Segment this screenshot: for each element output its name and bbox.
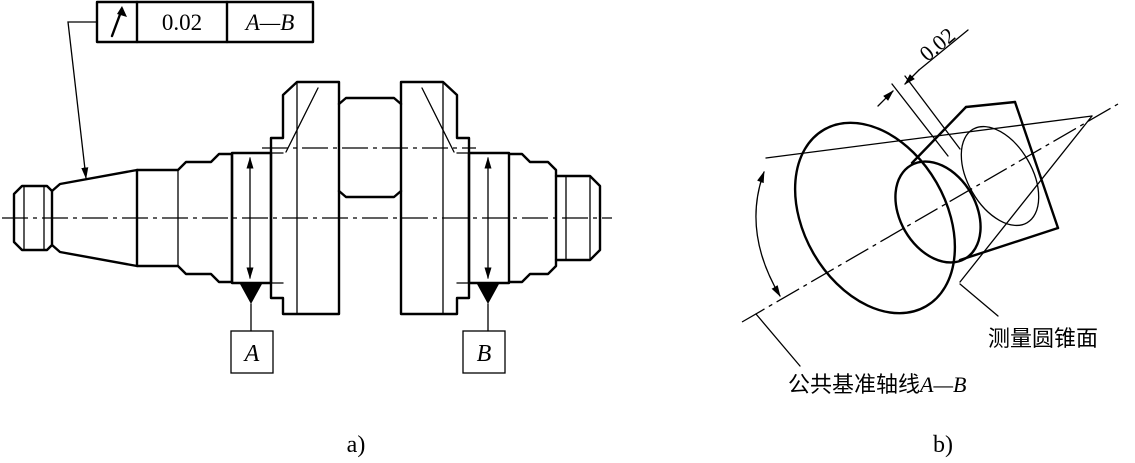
cone-generatrix-top bbox=[765, 115, 1093, 159]
dimension-value: 0.02 bbox=[914, 22, 960, 66]
crank-web-left bbox=[269, 80, 341, 316]
cone-section bbox=[50, 168, 139, 268]
cone-angle-arc bbox=[755, 170, 781, 298]
measuring-cone-base bbox=[793, 121, 957, 315]
axis-label-ref: A—B bbox=[918, 372, 966, 397]
figure-b: 0.02 测量圆锥面 公共基准轴线A—B b) bbox=[741, 22, 1119, 458]
datum-triangle-icon bbox=[240, 284, 262, 304]
journal-cylinder bbox=[894, 100, 1060, 264]
cone-generatrix-bottom bbox=[959, 115, 1093, 283]
datum-b: B bbox=[462, 284, 506, 374]
axis-label: 公共基准轴线A—B bbox=[788, 372, 966, 398]
cone-label-leader bbox=[959, 283, 999, 317]
crank-web-right bbox=[399, 80, 471, 316]
datum-triangle-icon bbox=[477, 284, 499, 304]
crank-pin bbox=[262, 96, 476, 199]
axis-label-leader bbox=[755, 313, 801, 367]
left-journal bbox=[12, 184, 54, 252]
cone-label: 测量圆锥面 bbox=[988, 327, 1098, 352]
tolerance-leader bbox=[67, 21, 98, 180]
datum-a: A bbox=[230, 284, 274, 374]
datum-label-b: B bbox=[477, 341, 492, 367]
datum-label-a: A bbox=[243, 341, 260, 367]
figure-a: 0.02 A—B bbox=[2, 0, 612, 458]
axis-label-prefix: 公共基准轴线 bbox=[788, 373, 920, 398]
caption-b: b) bbox=[933, 432, 953, 458]
shaft-step-right bbox=[507, 152, 602, 284]
journal-b bbox=[467, 151, 511, 285]
datum-reference: A—B bbox=[244, 10, 295, 35]
tolerance-value: 0.02 bbox=[162, 10, 202, 35]
datum-axis bbox=[741, 103, 1119, 323]
runout-symbol-icon bbox=[110, 6, 127, 38]
caption-a: a) bbox=[347, 432, 366, 458]
tolerance-frame: 0.02 A—B bbox=[95, 0, 315, 44]
